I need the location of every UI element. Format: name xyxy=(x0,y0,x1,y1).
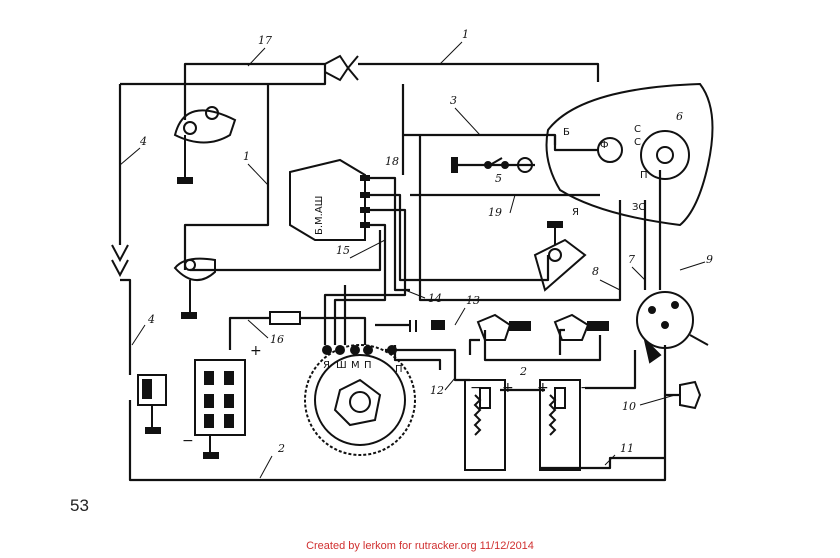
term-b: Б xyxy=(563,127,570,138)
term-s2: С xyxy=(634,137,641,148)
callout-10: 10 xyxy=(622,400,636,413)
spark-plug-left-icon xyxy=(476,313,531,341)
plug-connector-icon xyxy=(324,54,359,82)
wire-relay-b xyxy=(365,193,550,282)
callout-4-bottom: 4 xyxy=(147,313,155,326)
switch-5-icon xyxy=(451,157,533,173)
switch-4-icon xyxy=(111,244,129,278)
term-f: Ф xyxy=(600,140,609,151)
lamp-mid-left-icon xyxy=(173,257,216,319)
term-ya: Я xyxy=(572,207,579,218)
callout-4-top: 4 xyxy=(139,135,147,148)
wire-10 xyxy=(663,345,680,397)
callout-18: 18 xyxy=(385,155,399,168)
capacitor-icon xyxy=(409,320,445,332)
wire-17 xyxy=(183,62,327,120)
wires xyxy=(118,62,680,482)
callout-7: 7 xyxy=(628,253,635,266)
callouts: 17 1 3 4 1 18 6 5 19 15 8 7 9 14 13 16 1… xyxy=(119,28,713,479)
wire-relay-c xyxy=(323,208,407,345)
lamp-mid-right-icon xyxy=(533,221,587,292)
callout-1-top: 1 xyxy=(462,28,469,41)
callout-9: 9 xyxy=(706,253,713,266)
relay-box-label: Б.М.АШ xyxy=(314,196,325,235)
callout-16: 16 xyxy=(270,333,284,346)
wire-12a xyxy=(385,348,470,382)
page-number: 53 xyxy=(70,496,89,515)
callout-19: 19 xyxy=(488,206,502,219)
wire-coil-top xyxy=(483,330,602,362)
generator-icon xyxy=(304,344,416,456)
wire-11 xyxy=(540,456,665,470)
wire-relay-d xyxy=(333,223,387,345)
coil-minus-left: − xyxy=(470,380,482,396)
coil-plus-right: + xyxy=(537,380,549,396)
polarity-labels: + − − + + − xyxy=(182,343,592,449)
coil-plus-left: + xyxy=(502,380,514,396)
callout-14: 14 xyxy=(428,292,442,305)
headlight-housing xyxy=(545,82,714,227)
term-zs: ЗС xyxy=(632,202,645,213)
callout-5: 5 xyxy=(495,172,502,185)
lamp-top-left-icon xyxy=(173,106,237,184)
wire-switch-top xyxy=(553,135,598,152)
callout-13: 13 xyxy=(466,294,480,307)
callout-2-bottom: 2 xyxy=(277,442,285,455)
wire-plug-right xyxy=(558,328,565,355)
gen-term-p2: П xyxy=(395,364,403,375)
term-s1: С xyxy=(634,124,641,135)
gen-term-ya: Я xyxy=(323,360,330,371)
ignition-switch-icon xyxy=(636,291,709,364)
wire-1-top xyxy=(358,62,600,82)
wire-relay-a xyxy=(365,176,410,292)
fuse-icon xyxy=(269,311,301,325)
wire-8 xyxy=(418,135,622,302)
battery-plus: + xyxy=(250,343,262,359)
wire-15 xyxy=(190,230,382,272)
coil-minus-right: − xyxy=(580,380,592,396)
callout-11: 11 xyxy=(620,442,634,455)
generator-terminal-labels: Я Ш М П П xyxy=(323,360,403,375)
horn-icon xyxy=(137,374,167,434)
gen-term-sh: Ш xyxy=(336,360,347,371)
stop-switch-icon xyxy=(679,380,702,410)
wire-plug-left xyxy=(468,338,480,355)
callout-1-mid: 1 xyxy=(243,150,250,163)
wire-3 xyxy=(401,84,557,145)
ignition-coil-left-icon xyxy=(464,379,506,471)
battery-minus: − xyxy=(182,433,194,449)
wire-16 xyxy=(228,316,270,350)
spark-plug-right-icon xyxy=(553,313,609,341)
wire-left-vertical xyxy=(120,72,327,86)
relay-box: Б.М.АШ xyxy=(289,158,370,241)
wire-1-mid xyxy=(183,84,270,270)
callout-17: 17 xyxy=(258,34,272,47)
callout-6: 6 xyxy=(676,110,683,123)
callout-3: 3 xyxy=(450,94,457,107)
credit-watermark: Created by lerkom for rutracker.org 11/1… xyxy=(306,540,534,552)
gen-term-m: М xyxy=(351,360,360,371)
battery-icon xyxy=(194,359,246,459)
headlight-terminal-labels: Б Ф С С П Я ЗС xyxy=(563,124,648,218)
callout-8: 8 xyxy=(592,265,599,278)
term-p: П xyxy=(640,170,648,181)
ignition-coil-right-icon xyxy=(539,379,581,471)
callout-2-mid: 2 xyxy=(519,365,527,378)
gen-term-p1: П xyxy=(364,360,372,371)
wire-16b xyxy=(300,316,367,345)
wire-2-bottom xyxy=(128,395,667,482)
callout-15: 15 xyxy=(336,244,350,257)
callout-12: 12 xyxy=(430,384,444,397)
wire-4-lower xyxy=(120,278,132,375)
wire-coil-right xyxy=(585,350,637,390)
